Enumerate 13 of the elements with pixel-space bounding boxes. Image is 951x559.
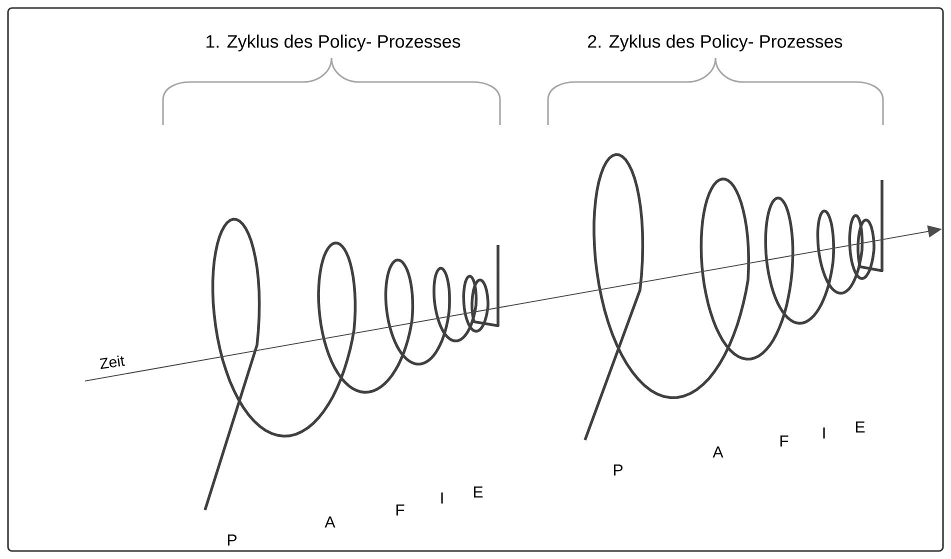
- phase-letter: A: [712, 446, 724, 458]
- phase-letter: F: [396, 504, 404, 516]
- phase-letter: A: [324, 516, 336, 528]
- phase-letter: I: [441, 492, 443, 504]
- phase-letter: E: [474, 486, 483, 498]
- phase-letter: F: [780, 436, 788, 446]
- axis-label: Zeit: [100, 356, 126, 369]
- phase-letter: P: [614, 464, 622, 476]
- phase-letter: E: [856, 422, 865, 432]
- phase-letter: I: [823, 428, 825, 438]
- cycle-title: 2. Zyklus des Policy- Prozesses: [588, 34, 842, 52]
- phase-letter: P: [228, 534, 236, 546]
- cycle-title: 1. Zyklus des Policy- Prozesses: [206, 34, 460, 52]
